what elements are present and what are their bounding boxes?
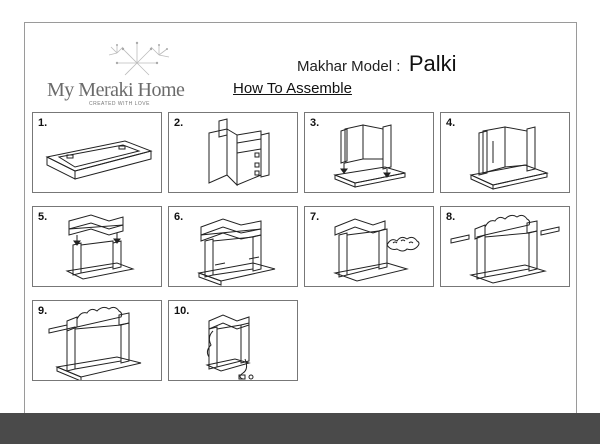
assembled-walls-illustration-icon: [469, 126, 549, 190]
connect-light-plug-illustration-icon: [205, 314, 254, 380]
instruction-sheet: My Meraki Home CREATED WITH LOVE Makhar …: [24, 22, 577, 420]
step-card-1: 1.: [32, 112, 162, 193]
model-name: Palki: [408, 51, 457, 76]
attach-floral-arch-illustration-icon: [333, 218, 420, 282]
brand-tagline: CREATED WITH LOVE: [89, 101, 150, 107]
step-card-2: 2.: [168, 112, 298, 193]
instructions-title: How To Assemble: [233, 80, 352, 97]
step-number: 9.: [38, 305, 48, 317]
step-number: 2.: [174, 117, 184, 129]
attach-roof-illustration-icon: [65, 214, 135, 280]
firework-logo-icon: [108, 41, 170, 76]
step-number: 6.: [174, 211, 184, 223]
step-card-6: 6.: [168, 206, 298, 287]
model-heading: Makhar Model : Palki: [297, 51, 457, 77]
brand-name: My Meraki Home: [47, 79, 185, 101]
step-number: 7.: [310, 211, 320, 223]
insert-side-rods-illustration-icon: [450, 214, 560, 284]
step-number: 10.: [174, 305, 190, 317]
step-number: 4.: [446, 117, 456, 129]
panels-onto-base-illustration-icon: [333, 124, 406, 188]
step-card-10: 10.: [168, 300, 298, 381]
step-card-3: 3.: [304, 112, 434, 193]
base-tray-illustration-icon: [45, 140, 153, 180]
model-label: Makhar Model :: [297, 58, 401, 75]
step-card-9: 9.: [32, 300, 162, 381]
step-number: 8.: [446, 211, 456, 223]
brand-logo: My Meraki Home CREATED WITH LOVE: [37, 35, 187, 115]
rods-inserted-illustration-icon: [48, 306, 142, 380]
footer-bar: [0, 413, 600, 444]
step-number: 1.: [38, 117, 48, 129]
step-card-4: 4.: [440, 112, 570, 193]
step-number: 3.: [310, 117, 320, 129]
wall-panel-hinges-illustration-icon: [208, 118, 270, 187]
step-card-7: 7.: [304, 206, 434, 287]
step-card-8: 8.: [440, 206, 570, 287]
step-number: 5.: [38, 211, 48, 223]
roof-attached-illustration-icon: [197, 218, 276, 286]
step-card-5: 5.: [32, 206, 162, 287]
